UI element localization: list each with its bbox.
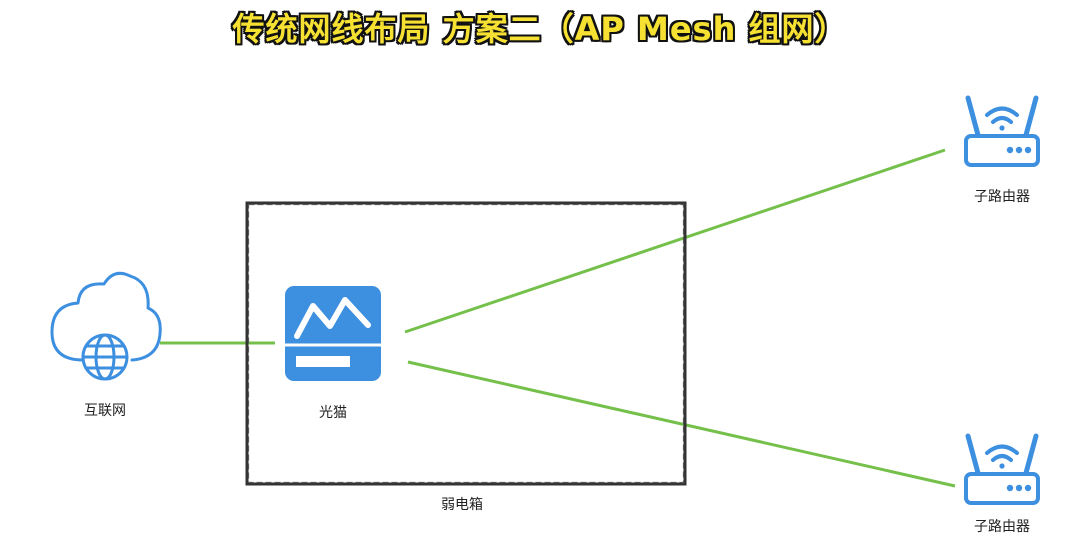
diagram-title: 传统网线布局 方案二（AP Mesh 组网） [232, 10, 848, 48]
optical-modem-icon [285, 286, 381, 381]
wireless-router-icon [964, 433, 1040, 505]
internet-label: 互联网 [84, 403, 126, 419]
link-modem-router-top [404, 148, 946, 334]
cabinet-label: 弱电箱 [441, 497, 483, 513]
router-top-label: 子路由器 [974, 189, 1030, 205]
router-bottom-label: 子路由器 [974, 519, 1030, 535]
link-modem-router-bottom [407, 360, 956, 488]
modem-label: 光猫 [319, 405, 347, 421]
cloud-globe-icon [50, 271, 162, 381]
cabinet-box [245, 201, 687, 486]
wireless-router-icon [964, 95, 1040, 167]
